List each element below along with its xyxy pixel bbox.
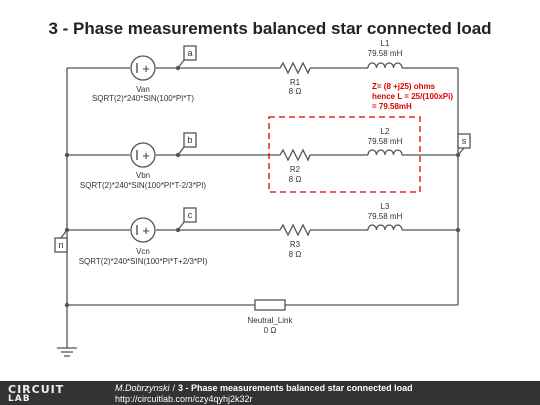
annotation-line: Z= (8 +j25) ohms <box>372 82 436 91</box>
resistor-r2-name: R2 <box>290 165 301 174</box>
resistor-r2 <box>279 148 311 162</box>
resistor-r3-name: R3 <box>290 240 301 249</box>
resistor-r2-value: 8 Ω <box>289 175 302 184</box>
junction-dot <box>455 152 461 158</box>
highlight-box <box>268 116 421 193</box>
source-vcn-plus: + <box>142 223 150 238</box>
inductor-l2-value: 79.58 mH <box>368 137 403 146</box>
inductor-l3-value: 79.58 mH <box>368 212 403 221</box>
junction-dot <box>64 302 70 308</box>
resistor-r1-value: 8 Ω <box>289 87 302 96</box>
neutral-link-name: Neutral_Link <box>248 316 294 325</box>
source-vbn-name: Vbn <box>136 171 150 180</box>
junction-dot <box>175 65 181 71</box>
annotation-line: hence L = 25/(100xPi) <box>372 92 453 101</box>
footer-bar: CIRCUIT LAB M.Dobrzynski/3 - Phase measu… <box>0 381 540 405</box>
inductor-l2 <box>367 149 403 156</box>
node-s-flag <box>457 133 471 149</box>
resistor-r1 <box>279 61 311 75</box>
annotation-line: = 79.58mH <box>372 102 412 111</box>
source-vcn-name: Vcn <box>136 247 150 256</box>
inductor-l1 <box>367 62 403 69</box>
ground-symbol <box>57 347 77 357</box>
inductor-l3-name: L3 <box>381 202 390 211</box>
neutral-link-value: 0 Ω <box>264 326 277 335</box>
node-a-label: a <box>187 48 192 58</box>
node-b-label: b <box>187 135 192 145</box>
source-van-expr: SQRT(2)*240*SIN(100*PI*T) <box>92 94 194 103</box>
footer-title[interactable]: 3 - Phase measurements balanced star con… <box>178 383 413 393</box>
footer-url[interactable]: http://circuitlab.com/czy4qyhj2k32r <box>115 394 253 404</box>
source-vbn-expr: SQRT(2)*240*SIN(100*PI*T-2/3*PI) <box>80 181 206 190</box>
resistor-r3 <box>279 223 311 237</box>
source-van-symbol <box>130 55 156 81</box>
node-b-flag <box>183 132 197 148</box>
junction-dot <box>455 227 461 233</box>
source-van-plus: + <box>142 61 150 76</box>
source-vcn-symbol <box>130 217 156 243</box>
circuitlab-logo[interactable]: CIRCUIT <box>8 383 65 396</box>
node-n-flag <box>54 237 68 253</box>
junction-dot <box>64 152 70 158</box>
diagram-title: 3 - Phase measurements balanced star con… <box>48 19 492 38</box>
node-c-flag <box>183 207 197 223</box>
inductor-l1-name: L1 <box>381 39 390 48</box>
node-c-label: c <box>188 210 193 220</box>
circuitlab-logo-sub: LAB <box>8 394 31 404</box>
junction-dot <box>64 227 70 233</box>
junction-dot <box>175 152 181 158</box>
source-vbn-plus: + <box>142 148 150 163</box>
resistor-neutral-link <box>254 299 286 311</box>
inductor-l3 <box>367 224 403 231</box>
source-vbn-symbol <box>130 142 156 168</box>
resistor-r3-value: 8 Ω <box>289 250 302 259</box>
junction-dot <box>175 227 181 233</box>
source-vcn-expr: SQRT(2)*240*SIN(100*PI*T+2/3*PI) <box>79 257 208 266</box>
source-van-name: Van <box>136 85 150 94</box>
inductor-l2-name: L2 <box>381 127 390 136</box>
resistor-r1-name: R1 <box>290 78 301 87</box>
node-s-label: s <box>462 136 467 146</box>
node-n-label: n <box>58 240 63 250</box>
footer-attribution: M.Dobrzynski/3 - Phase measurements bala… <box>115 383 413 393</box>
inductor-l1-value: 79.58 mH <box>368 49 403 58</box>
node-a-flag <box>183 45 197 61</box>
footer-separator: / <box>172 383 176 393</box>
footer-author[interactable]: M.Dobrzynski <box>115 383 170 393</box>
